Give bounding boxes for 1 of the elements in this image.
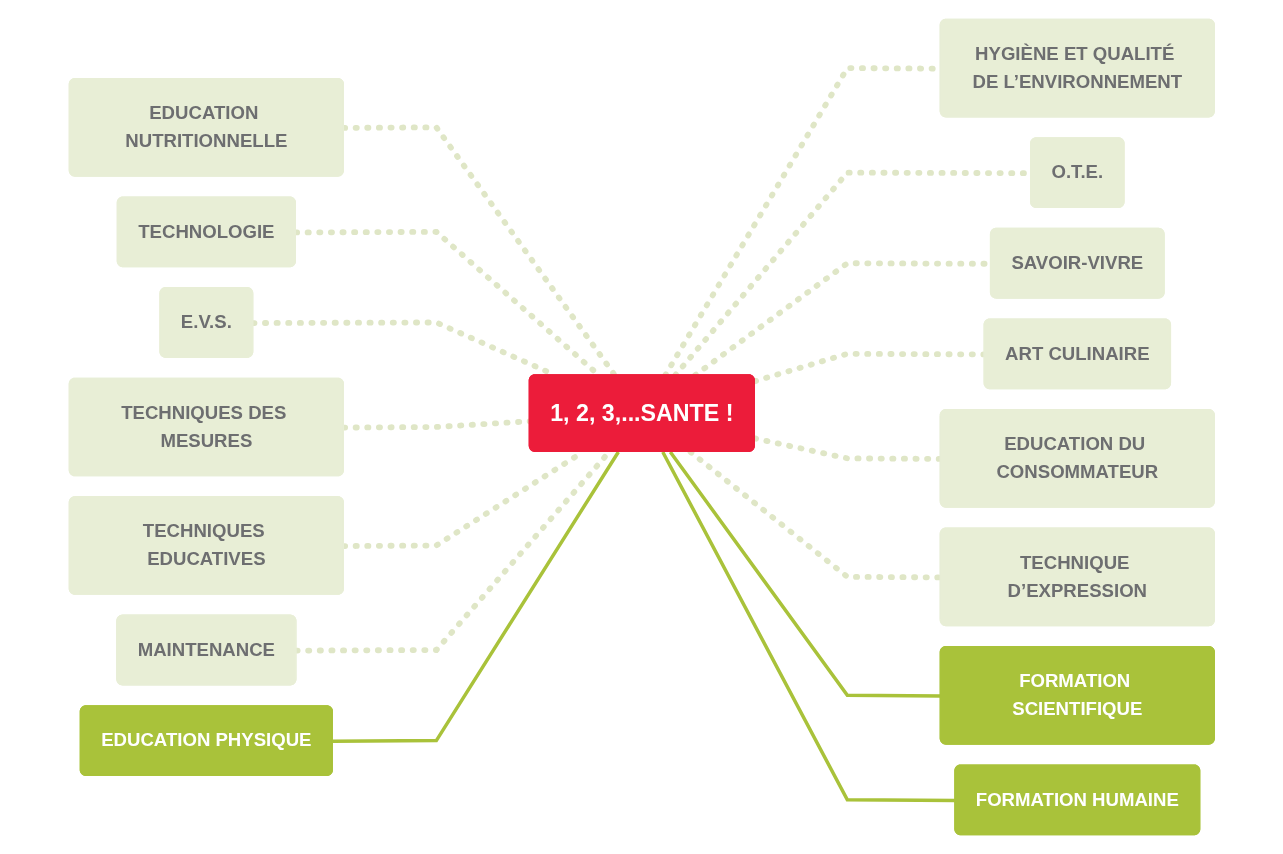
- connector: [332, 451, 620, 743]
